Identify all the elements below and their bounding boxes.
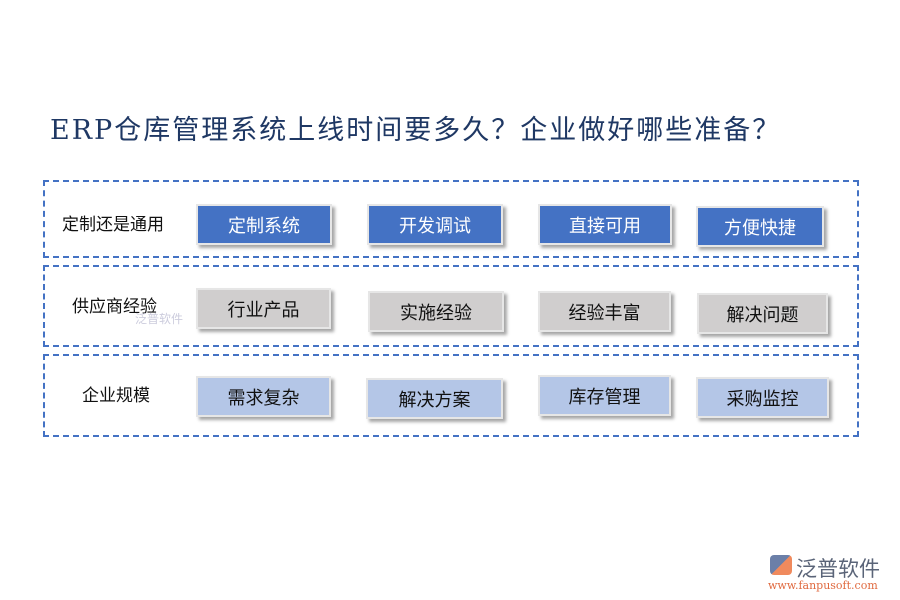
- group-label: 供应商经验: [72, 297, 157, 317]
- item-box: 解决方案: [366, 378, 503, 419]
- item-box: 方便快捷: [696, 206, 824, 247]
- logo-url: www.fanpusoft.com: [768, 579, 878, 592]
- page-title: ERP仓库管理系统上线时间要多久？企业做好哪些准备？: [50, 115, 782, 146]
- item-box: 直接可用: [538, 204, 672, 245]
- item-box: 实施经验: [368, 291, 504, 332]
- item-box: 开发调试: [367, 204, 503, 245]
- group-enterprise-scale: [43, 354, 859, 437]
- item-box: 采购监控: [696, 377, 829, 418]
- group-customization: [43, 180, 859, 258]
- item-box: 定制系统: [196, 204, 332, 245]
- group-label: 企业规模: [82, 386, 150, 406]
- logo-icon: [770, 555, 792, 575]
- group-supplier-experience: [43, 265, 859, 347]
- watermark: 泛普软件: [135, 312, 184, 326]
- item-box: 经验丰富: [538, 291, 671, 332]
- item-box: 需求复杂: [196, 376, 331, 417]
- item-box: 库存管理: [538, 375, 671, 416]
- item-box: 解决问题: [697, 293, 828, 334]
- group-label: 定制还是通用: [62, 215, 164, 235]
- item-box: 行业产品: [196, 288, 331, 329]
- logo-name: 泛普软件: [796, 557, 880, 581]
